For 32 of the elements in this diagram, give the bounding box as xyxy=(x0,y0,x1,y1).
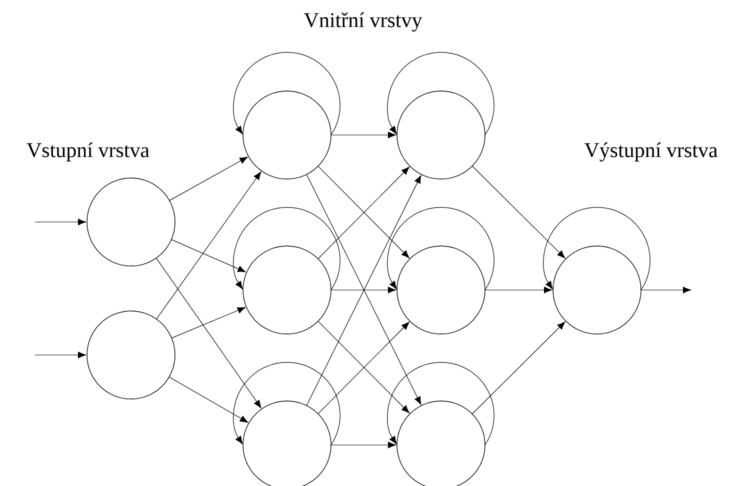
self-loop-arrow xyxy=(233,52,340,136)
self-loop-arrow xyxy=(387,362,494,446)
neuron-circle xyxy=(86,178,176,266)
self-loop-arrow xyxy=(543,207,650,290)
arrow xyxy=(330,286,396,294)
neuron-circle xyxy=(396,246,486,334)
arrow xyxy=(472,166,566,258)
arrow xyxy=(330,442,396,448)
arrow xyxy=(171,239,246,272)
input-arrow xyxy=(34,352,86,358)
neuron-circle xyxy=(552,246,642,334)
arrow xyxy=(330,132,396,138)
layer-label: Výstupní vrstva xyxy=(584,142,718,162)
arrow xyxy=(171,307,246,338)
layer-label: Vnitřní vrstvy xyxy=(304,12,422,32)
arrow xyxy=(156,172,262,320)
arrow xyxy=(169,156,248,201)
arrow xyxy=(484,286,552,294)
layer-label: Vstupní vrstva xyxy=(26,142,150,162)
arrow xyxy=(156,258,262,408)
neuron-circle xyxy=(242,246,332,334)
output-arrow xyxy=(640,286,692,294)
self-loop-arrow xyxy=(233,362,340,446)
neuron-circle xyxy=(242,90,332,180)
self-loop-arrow xyxy=(387,52,494,136)
arrow xyxy=(472,322,566,414)
self-loop-arrow xyxy=(233,207,340,290)
neuron-circle xyxy=(396,90,486,180)
neuron-circle xyxy=(86,310,176,400)
input-arrow xyxy=(34,218,86,226)
self-loop-arrow xyxy=(387,207,494,290)
arrow xyxy=(168,376,248,423)
